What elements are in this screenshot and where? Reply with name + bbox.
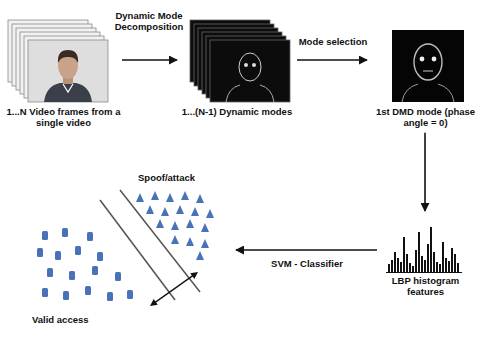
valid-sample	[55, 251, 61, 260]
histogram-bar	[388, 264, 390, 272]
valid-sample	[42, 231, 48, 240]
spoof-sample	[151, 191, 159, 200]
histogram-bar	[454, 254, 456, 272]
histogram-axis	[386, 272, 462, 273]
valid-sample	[62, 228, 68, 237]
spoof-sample	[191, 207, 199, 216]
margin-line	[120, 190, 200, 292]
histogram-bar	[451, 248, 453, 272]
histogram-bar	[415, 250, 417, 272]
video-frame	[28, 40, 108, 102]
spoof-sample	[156, 219, 164, 228]
edge-label: Dynamic Mode Decomposition	[110, 10, 188, 33]
valid-sample	[69, 271, 75, 280]
histogram-bar	[430, 227, 432, 272]
mode-frame	[210, 40, 290, 102]
node-label: Valid access	[32, 314, 89, 325]
mode-shoulders	[226, 85, 274, 102]
margin-arrow	[154, 275, 194, 303]
histogram-bar	[418, 232, 420, 272]
node-label: Spoof/attack	[138, 172, 195, 183]
valid-sample	[42, 288, 48, 297]
dynamic-modes-node: 1...(N-1) Dynamic modes	[178, 14, 296, 120]
valid-sample	[37, 248, 43, 257]
valid-sample	[115, 272, 121, 281]
spoof-sample	[186, 219, 194, 228]
spoof-sample	[166, 193, 174, 202]
dmd-shoulders	[402, 84, 454, 102]
histogram-bar	[433, 252, 435, 272]
histogram-bar	[448, 261, 450, 272]
spoof-sample	[171, 235, 179, 244]
spoof-sample	[186, 237, 194, 246]
valid-sample	[127, 290, 133, 299]
node-label: LBP histogram features	[378, 275, 473, 298]
histogram-bar	[424, 260, 426, 272]
valid-sample	[87, 232, 93, 241]
arrow-head	[190, 272, 198, 279]
dmd-mode-node: 1st DMD mode (phase angle = 0)	[368, 14, 483, 132]
flow-arrow	[424, 133, 426, 211]
histogram-bar	[409, 263, 411, 272]
histogram-bar	[412, 266, 414, 272]
histogram-bar	[457, 263, 459, 272]
person-collar	[63, 84, 73, 92]
spoof-sample	[171, 221, 179, 230]
arrow-head	[150, 299, 158, 306]
histogram-bar	[421, 256, 423, 272]
histogram-bar	[397, 258, 399, 272]
mode-eye	[244, 63, 248, 67]
flow-arrow	[297, 59, 367, 61]
spoof-sample	[206, 209, 214, 218]
dmd-mouth	[423, 71, 433, 72]
edge-label: Mode selection	[298, 36, 368, 47]
histogram-bar	[400, 262, 402, 272]
spoof-sample	[196, 251, 204, 260]
histogram-bar	[436, 262, 438, 272]
valid-sample	[92, 266, 98, 275]
valid-sample	[85, 286, 91, 295]
spoof-sample	[196, 194, 204, 203]
flow-arrow	[236, 249, 377, 251]
histogram-bar	[439, 264, 441, 272]
histogram-bar	[445, 258, 447, 272]
mode-eye	[252, 63, 256, 67]
valid-sample	[63, 291, 69, 300]
spoof-sample	[181, 191, 189, 200]
dmd-mode-image	[392, 30, 464, 102]
spoof-sample	[136, 193, 144, 202]
valid-sample	[47, 268, 53, 277]
valid-sample	[97, 252, 103, 261]
dmd-eye	[432, 57, 437, 62]
flow-arrow	[122, 59, 177, 61]
valid-sample	[107, 292, 113, 301]
histogram-bar	[427, 244, 429, 272]
node-label: 1...N Video frames from a single video	[6, 106, 121, 129]
dmd-eye	[420, 57, 425, 62]
video-frames-node: 1...N Video frames from a single video	[6, 14, 121, 132]
valid-sample	[75, 246, 81, 255]
spoof-sample	[201, 239, 209, 248]
node-label: 1...(N-1) Dynamic modes	[178, 106, 296, 117]
dmd-face	[414, 44, 442, 80]
mode-face	[239, 53, 261, 81]
histogram-bar	[394, 252, 396, 272]
spoof-sample	[201, 223, 209, 232]
histogram-bar	[403, 237, 405, 272]
histogram-bar	[442, 242, 444, 272]
spoof-sample	[161, 207, 169, 216]
margin-line	[100, 200, 175, 300]
person-body	[44, 83, 92, 102]
spoof-sample	[146, 205, 154, 214]
histogram-bar	[391, 260, 393, 272]
spoof-sample	[176, 205, 184, 214]
edge-label: SVM - Classifier	[262, 258, 352, 269]
lbp-histogram-node: LBP histogram features	[378, 212, 473, 301]
node-label: 1st DMD mode (phase angle = 0)	[368, 106, 483, 129]
person-hair	[58, 50, 78, 63]
svm-classes-node: Spoof/attackValid access	[20, 168, 235, 336]
histogram-bar	[406, 254, 408, 272]
